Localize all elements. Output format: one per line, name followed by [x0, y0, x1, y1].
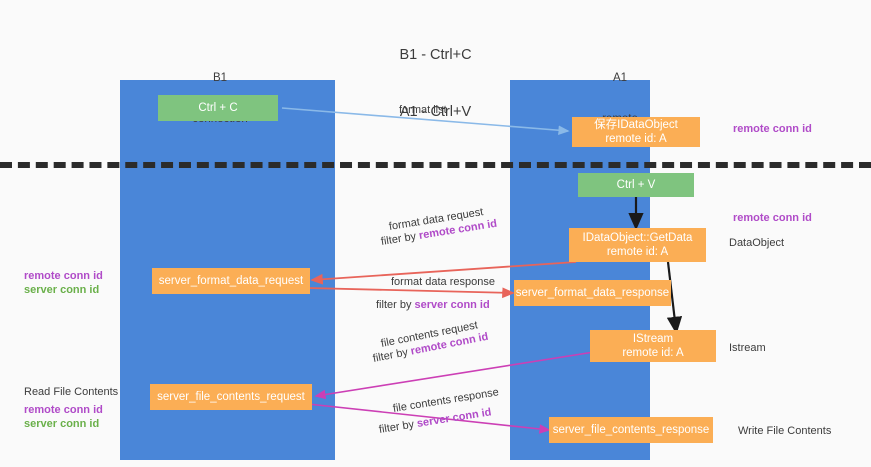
node-server-file-contents-request-label: server_file_contents_request: [157, 391, 305, 403]
label-istream: Istream: [729, 342, 766, 354]
filter-prefix: filter by: [380, 230, 420, 248]
label-left-remote-conn-id-low: remote conn id: [24, 404, 103, 416]
node-save-idataobject-line2: remote id: A: [605, 133, 667, 145]
label-left-server-conn-id-low: server conn id: [24, 418, 100, 430]
node-ctrl-v[interactable]: Ctrl + V: [578, 173, 694, 197]
node-istream-line1: IStream: [632, 333, 674, 345]
lane-header-a1-name: A1: [612, 72, 628, 84]
diagram-title-line1: B1 - Ctrl+C: [399, 47, 472, 63]
edge-label-format-data-response: format data response: [391, 276, 495, 288]
phase-divider: [0, 162, 871, 168]
filter-prefix: filter by: [378, 418, 418, 436]
node-server-file-contents-request[interactable]: server_file_contents_request: [150, 384, 312, 410]
edge-label-format-data-response-filter: filter by server conn id: [376, 298, 490, 312]
node-ctrl-v-label: Ctrl + V: [616, 179, 656, 191]
label-remote-conn-id-mid: remote conn id: [733, 212, 812, 224]
lane-header-b1-name: B1: [212, 72, 228, 84]
node-server-file-contents-response[interactable]: server_file_contents_response: [549, 417, 713, 443]
filter-prefix: filter by: [376, 299, 415, 311]
label-dataobject: DataObject: [729, 237, 785, 249]
node-server-file-contents-response-label: server_file_contents_response: [552, 424, 710, 436]
label-left-remote-conn-id-mid: remote conn id: [24, 270, 103, 282]
node-getdata-line1: IDataObject::GetData: [582, 232, 693, 244]
label-read-file-contents: Read File Contents: [24, 386, 119, 398]
node-server-format-data-request-label: server_format_data_request: [158, 275, 304, 287]
node-server-format-data-response[interactable]: server_format_data_response: [514, 280, 671, 306]
node-getdata-line2: remote id: A: [606, 246, 669, 258]
node-server-format-data-request[interactable]: server_format_data_request: [152, 268, 310, 294]
label-left-server-conn-id-mid: server conn id: [24, 284, 100, 296]
diagram-title: B1 - Ctrl+C A1 - Ctrl+V: [0, 8, 871, 160]
node-ctrl-c-label: Ctrl + C: [198, 102, 238, 114]
node-save-idataobject-line1: 保存IDataObject: [594, 119, 678, 131]
node-server-format-data-response-label: server_format_data_response: [515, 287, 670, 299]
label-write-file-contents: Write File Contents: [738, 425, 832, 437]
node-getdata[interactable]: IDataObject::GetData remote id: A: [569, 228, 706, 262]
edge-label-format-list: format list: [399, 104, 447, 116]
node-istream[interactable]: IStream remote id: A: [590, 330, 716, 362]
filter-prefix: filter by: [371, 345, 412, 365]
node-istream-line2: remote id: A: [622, 347, 684, 359]
label-remote-conn-id-top: remote conn id: [733, 123, 812, 135]
filter-key: server conn id: [414, 299, 490, 311]
node-save-idataobject[interactable]: 保存IDataObject remote id: A: [572, 117, 700, 147]
node-ctrl-c[interactable]: Ctrl + C: [158, 95, 278, 121]
